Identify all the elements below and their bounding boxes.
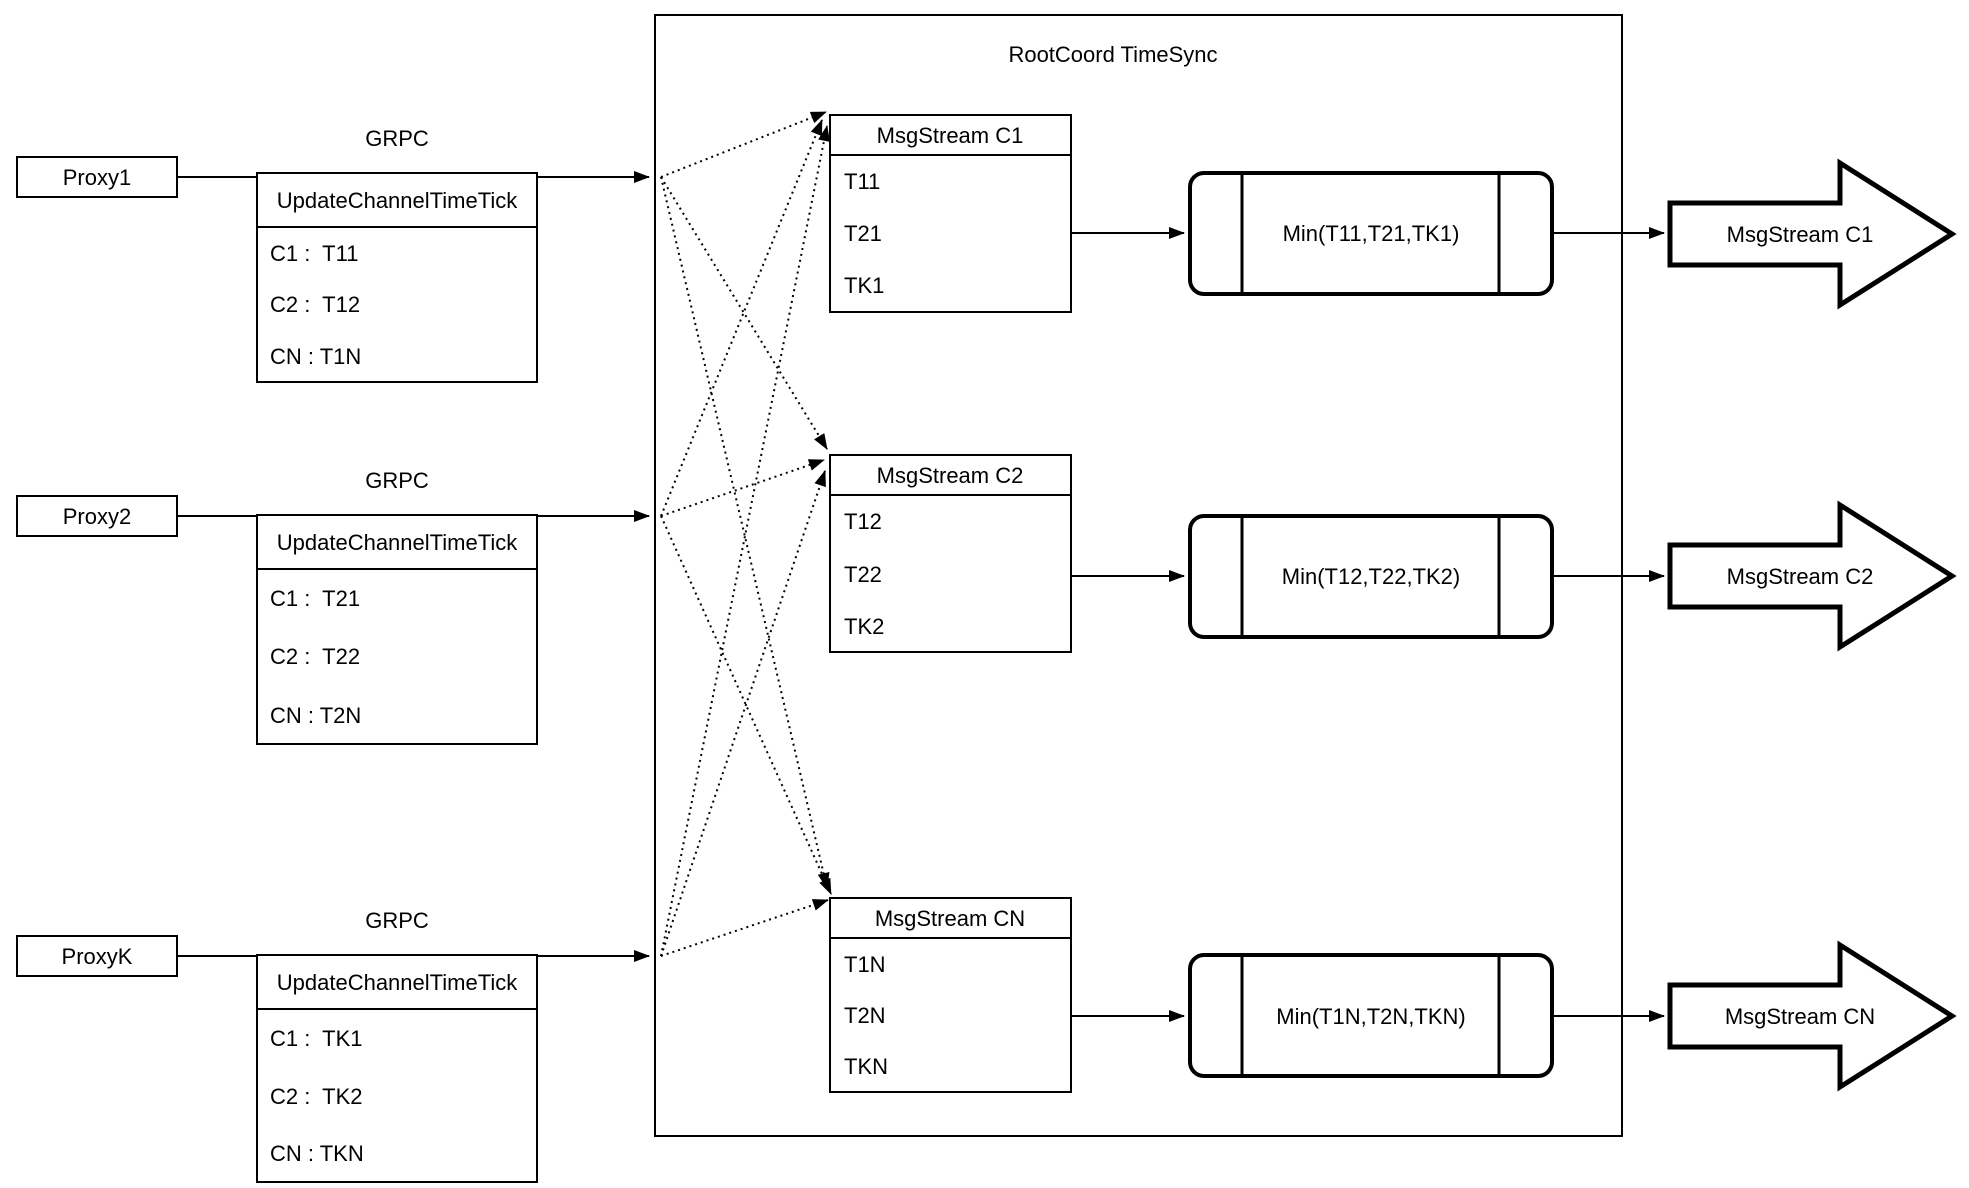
proxy-label: ProxyK bbox=[62, 944, 133, 969]
timetick-row: CN : T1N bbox=[270, 344, 361, 369]
timetick-row: CN : TKN bbox=[270, 1141, 364, 1166]
dotted-arrow-pk-c2 bbox=[660, 470, 826, 957]
msgstream-row: T21 bbox=[844, 221, 882, 246]
grpc-label: GRPC bbox=[365, 468, 429, 493]
output-arrow-label: MsgStream C2 bbox=[1727, 564, 1874, 589]
proxy-row-2: Proxy2 GRPC UpdateChannelTimeTick C1 : T… bbox=[16, 468, 650, 745]
proxy-row-3: ProxyK GRPC UpdateChannelTimeTick C1 : T… bbox=[16, 908, 650, 1183]
output-arrow-c1: MsgStream C1 bbox=[1667, 158, 1957, 310]
timetick-row: C1 : T11 bbox=[270, 241, 358, 266]
grpc-label: GRPC bbox=[365, 908, 429, 933]
timetick-header: UpdateChannelTimeTick bbox=[277, 188, 518, 213]
timetick-dispatch-arrows bbox=[660, 111, 832, 957]
msgstream-row: TKN bbox=[844, 1054, 888, 1079]
output-arrow-label: MsgStream C1 bbox=[1727, 222, 1874, 247]
msgstream-row: T11 bbox=[844, 169, 880, 194]
grpc-label: GRPC bbox=[365, 126, 429, 151]
min-node-label: Min(T1N,T2N,TKN) bbox=[1276, 1004, 1465, 1029]
msgstream-table-header: MsgStream C2 bbox=[877, 463, 1024, 488]
output-arrow-label: MsgStream CN bbox=[1725, 1004, 1875, 1029]
msgstream-row: T1N bbox=[844, 952, 886, 977]
msgstream-row: TK1 bbox=[844, 273, 884, 298]
output-arrow-shape bbox=[1667, 158, 1957, 310]
timetick-table: UpdateChannelTimeTick C1 : TK1 C2 : TK2 … bbox=[256, 954, 538, 1183]
dotted-arrow-p1-c2 bbox=[660, 176, 828, 450]
proxy-box bbox=[16, 156, 178, 198]
output-arrow-c2: MsgStream C2 bbox=[1667, 500, 1957, 652]
proxy-row-1: Proxy1 GRPC UpdateChannelTimeTick C1 : T… bbox=[16, 126, 650, 383]
msgstream-table-c2: MsgStream C2 T12 T22 TK2 bbox=[829, 454, 1072, 653]
msgstream-row: T12 bbox=[844, 509, 882, 534]
msgstream-table-border bbox=[829, 897, 1072, 1093]
min-node-label: Min(T11,T21,TK1) bbox=[1283, 221, 1460, 246]
min-node-1: Min(T11,T21,TK1) bbox=[1188, 171, 1554, 296]
msgstream-row: T22 bbox=[844, 562, 882, 587]
proxy-label: Proxy1 bbox=[63, 165, 131, 190]
timetick-row: C2 : T22 bbox=[270, 644, 360, 669]
output-arrow-shape bbox=[1667, 500, 1957, 652]
min-node-3: Min(T1N,T2N,TKN) bbox=[1188, 953, 1554, 1078]
msgstream-table-header: MsgStream CN bbox=[875, 906, 1025, 931]
timetick-row: C1 : T21 bbox=[270, 586, 360, 611]
msgstream-table-border bbox=[829, 454, 1072, 653]
output-arrow-cn: MsgStream CN bbox=[1667, 940, 1957, 1092]
timetick-row: C2 : T12 bbox=[270, 292, 360, 317]
timetick-header: UpdateChannelTimeTick bbox=[277, 970, 518, 995]
msgstream-table-cn: MsgStream CN T1N T2N TKN bbox=[829, 897, 1072, 1093]
msgstream-table-border bbox=[829, 114, 1072, 313]
timetick-table-border bbox=[256, 172, 538, 383]
timetick-table-border bbox=[256, 954, 538, 1183]
dotted-arrow-p1-cn bbox=[660, 176, 830, 889]
timetick-table-border bbox=[256, 514, 538, 745]
proxy-label: Proxy2 bbox=[63, 504, 131, 529]
msgstream-row: T2N bbox=[844, 1003, 886, 1028]
min-node-label: Min(T12,T22,TK2) bbox=[1282, 564, 1461, 589]
timetick-row: CN : T2N bbox=[270, 703, 361, 728]
proxy-box bbox=[16, 935, 178, 977]
output-arrow-shape bbox=[1667, 940, 1957, 1092]
msgstream-table-header: MsgStream C1 bbox=[877, 123, 1024, 148]
timetick-row: C2 : TK2 bbox=[270, 1084, 363, 1109]
min-node-2: Min(T12,T22,TK2) bbox=[1188, 514, 1554, 639]
table-to-min-arrows bbox=[1071, 227, 1185, 1022]
min-to-output-arrows bbox=[1552, 227, 1665, 1022]
timetick-header: UpdateChannelTimeTick bbox=[277, 530, 518, 555]
timetick-row: C1 : TK1 bbox=[270, 1026, 363, 1051]
timetick-table: UpdateChannelTimeTick C1 : T11 C2 : T12 … bbox=[256, 172, 538, 383]
timetick-table: UpdateChannelTimeTick C1 : T21 C2 : T22 … bbox=[256, 514, 538, 745]
rootcoord-title: RootCoord TimeSync bbox=[1008, 42, 1217, 67]
msgstream-row: TK2 bbox=[844, 614, 884, 639]
msgstream-table-c1: MsgStream C1 T11 T21 TK1 bbox=[829, 114, 1072, 313]
